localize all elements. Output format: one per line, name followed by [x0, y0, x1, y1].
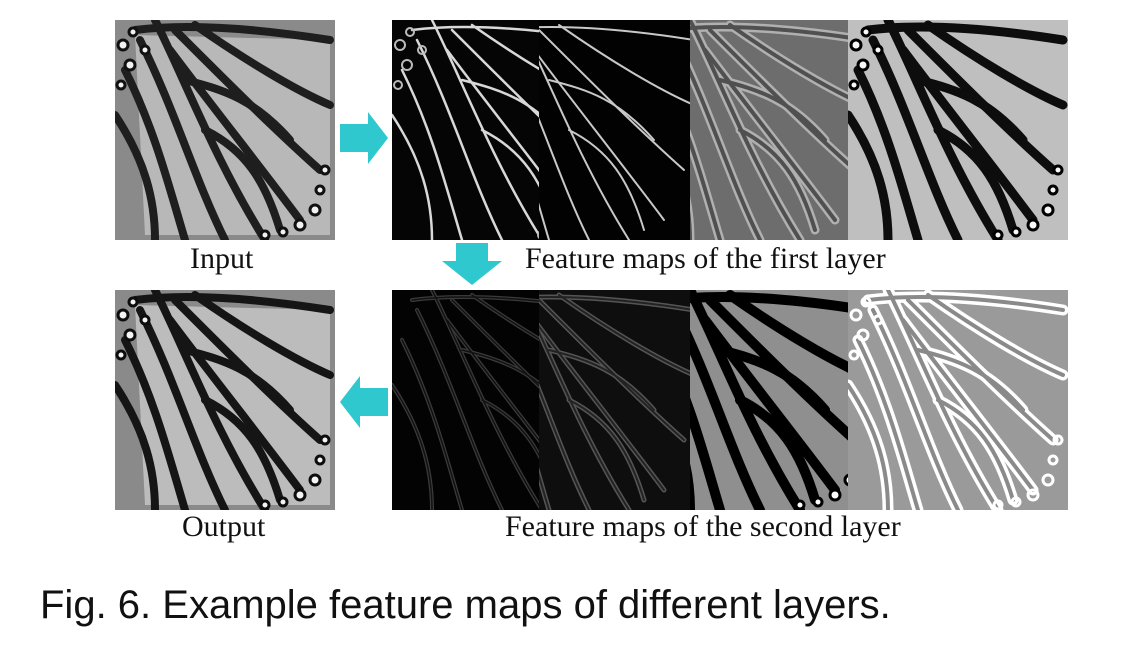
second-layer-label: Feature maps of the second layer — [505, 510, 901, 543]
second-layer-map-3 — [690, 290, 848, 510]
first-layer-map-3 — [690, 20, 848, 240]
first-layer-map-4 — [848, 20, 1068, 240]
output-image — [115, 290, 335, 510]
input-image — [115, 20, 335, 240]
second-layer-map-1 — [392, 290, 539, 510]
second-layer-map-4 — [848, 290, 1068, 510]
input-label: Input — [190, 242, 254, 275]
first-layer-map-2 — [539, 20, 690, 240]
arrow-left-icon — [340, 376, 388, 428]
second-layer-map-2 — [539, 290, 690, 510]
figure-caption: Fig. 6. Example feature maps of differen… — [40, 583, 891, 627]
first-layer-map-1 — [392, 20, 539, 240]
output-label: Output — [182, 510, 266, 543]
first-layer-label: Feature maps of the first layer — [525, 242, 886, 275]
arrow-right-icon — [340, 112, 388, 164]
arrow-down-icon — [442, 243, 502, 285]
